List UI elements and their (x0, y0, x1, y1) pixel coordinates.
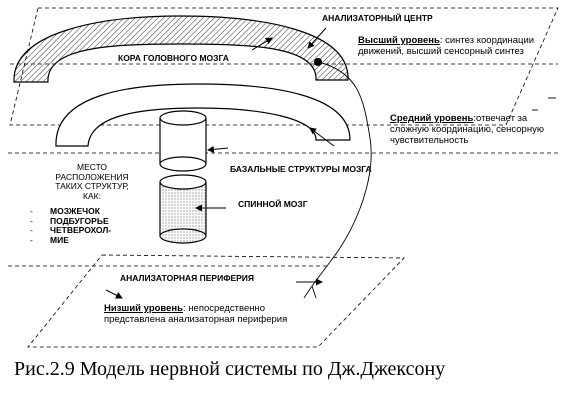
arrow-upper-cylinder (207, 145, 229, 153)
arrow-bottom-note (105, 289, 123, 299)
location-title-line: РАСПОЛОЖЕНИЯ (55, 171, 129, 182)
basal-arch (55, 83, 351, 147)
list-item: МИЕ (30, 235, 111, 246)
location-title-line: КАК: (83, 190, 101, 201)
middle-level-text: :отвечает за (473, 113, 528, 124)
middle-level-note: Средний уровень:отвечает за сложную коор… (390, 113, 566, 147)
figure-caption: Рис.2.9 Модель нервной системы по Дж.Дже… (14, 358, 446, 380)
arrow-basal (309, 127, 335, 147)
list-item: ЧЕТВЕРОХОЛ- (30, 226, 111, 236)
basal-label: БАЗАЛЬНЫЕ СТРУКТУРЫ МОЗГА (230, 164, 372, 174)
analyzer-center-label: АНАЛИЗАТОРНЫЙ ЦЕНТР (322, 13, 433, 23)
lower-cylinder (159, 174, 207, 244)
bottom-level-note: Низший уровень: непосредственно представ… (104, 303, 324, 326)
top-level-note: Высший уровень: синтез координации движе… (358, 35, 558, 58)
bottom-level-title: Низший уровень (104, 303, 184, 314)
cortex-label: КОРА ГОЛОВНОГО МОЗГА (118, 53, 229, 63)
middle-level-text-2: сложную координацию, сенсорную (390, 123, 544, 135)
analyzer-center-dot (314, 58, 322, 66)
location-title-line: ТАКИХ СТРУКТУР, (55, 181, 129, 192)
middle-level-text-3: чувствительность (390, 134, 469, 146)
top-level-text-2: движений, высший сенсорный синтез (358, 45, 524, 57)
location-title: МЕСТО РАСПОЛОЖЕНИЯ ТАКИХ СТРУКТУР, КАК: (54, 162, 130, 201)
list-item: ПОДБУГОРЬЕ (30, 216, 111, 227)
structures-list: МОЗЖЕЧОК ПОДБУГОРЬЕ ЧЕТВЕРОХОЛ- МИЕ (30, 206, 111, 246)
bottom-level-text-2: представлена анализаторная периферия (104, 313, 288, 325)
top-level-title: Высший уровень (358, 35, 440, 46)
list-item: МОЗЖЕЧОК (30, 206, 111, 217)
middle-level-title: Средний уровень (390, 113, 474, 124)
upper-cylinder (159, 110, 207, 172)
arrow-analyzer-center (307, 27, 327, 49)
location-title-line: МЕСТО (76, 162, 108, 172)
bottom-plane (27, 254, 405, 348)
top-level-text: : синтез координации (439, 35, 535, 46)
spinal-label: СПИННОЙ МОЗГ (238, 199, 308, 209)
connection-tick (311, 285, 317, 299)
top-plane (9, 7, 559, 126)
bottom-level-text: : непосредственно (183, 303, 266, 314)
connection-curve (303, 61, 372, 299)
cortex-arch (13, 15, 349, 83)
periphery-label: АНАЛИЗАТОРНАЯ ПЕРИФЕРИЯ (120, 273, 255, 283)
arrow-cortex (251, 37, 273, 51)
